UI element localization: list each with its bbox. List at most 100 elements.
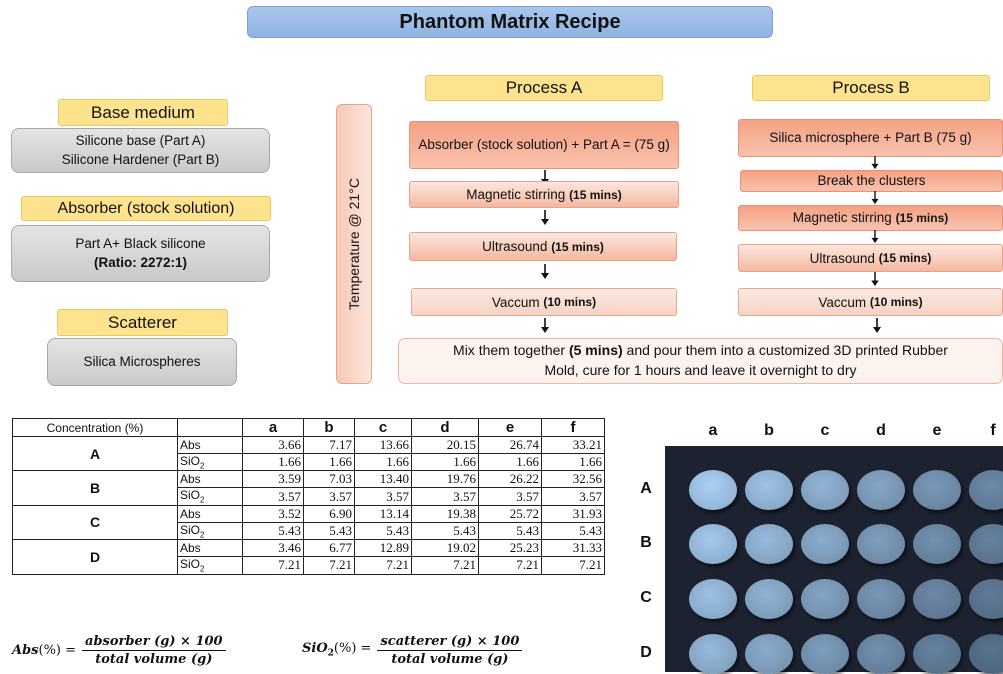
- table-cell: 33.21: [541, 436, 605, 454]
- table-cell: 31.93: [541, 504, 605, 523]
- arrow-down-icon: [871, 272, 879, 287]
- phantom-disc: [969, 470, 1003, 510]
- sio2-formula-fraction: scatterer (g) × 100 total volume (g): [377, 634, 523, 667]
- base-medium-label: Base medium: [58, 99, 228, 126]
- table-cell: 7.21: [541, 556, 605, 575]
- table-column-header: d: [411, 418, 479, 437]
- table-cell: 12.89: [354, 539, 412, 558]
- table-cell: 7.21: [242, 556, 304, 575]
- phantom-disc: [801, 470, 849, 510]
- table-cell: 32.56: [541, 470, 605, 489]
- table-cell: 26.22: [478, 470, 542, 489]
- step-text: Vaccum: [491, 294, 540, 310]
- mix-post: and pour them into a customized 3D print…: [622, 342, 948, 359]
- table-cell: 3.46: [242, 539, 304, 558]
- scatterer-label: Scatterer: [57, 309, 228, 336]
- table-group-label: B: [12, 470, 178, 506]
- arrow-down-icon: [871, 230, 879, 244]
- table-cell: 7.21: [303, 556, 355, 575]
- abs-formula: Abs(%) = absorber (g) × 100 total volume…: [12, 628, 226, 672]
- table-cell: 5.43: [354, 521, 412, 541]
- arrow-down-icon: [871, 156, 879, 170]
- absorber-line1: Part A+ Black silicone: [75, 236, 206, 252]
- abs-formula-lhs: Abs(%) =: [12, 642, 77, 658]
- step-text: Magnetic stirring: [466, 187, 566, 202]
- table-column-header: f: [541, 418, 605, 437]
- photo-column-label: b: [764, 422, 774, 439]
- phantom-disc: [913, 524, 961, 564]
- table-cell: 1.66: [541, 452, 605, 472]
- table-cell: 13.14: [354, 504, 412, 523]
- phantom-disc: [913, 634, 961, 674]
- table-cell: 1.66: [242, 452, 304, 472]
- phantom-disc: [801, 579, 849, 619]
- page-title: Phantom Matrix Recipe: [247, 6, 773, 38]
- step-time: (10 mins): [543, 295, 597, 309]
- phantom-disc: [745, 470, 793, 510]
- scatterer-box: Silica Microspheres: [47, 338, 237, 386]
- phantom-disc: [689, 524, 737, 564]
- table-cell: 3.59: [242, 470, 304, 489]
- table-cell: 26.74: [478, 436, 542, 454]
- table-cell: 25.23: [478, 539, 542, 558]
- table-row-label: SiO2: [177, 556, 243, 575]
- absorber-label: Absorber (stock solution): [21, 196, 271, 221]
- photo-row-label: B: [640, 534, 652, 551]
- table-cell: 7.03: [303, 470, 355, 489]
- process-a-step2: Magnetic stirring (15 mins): [409, 181, 679, 208]
- table-cell: 7.21: [478, 556, 542, 575]
- table-cell: 19.38: [411, 504, 479, 523]
- table-cell: 1.66: [303, 452, 355, 472]
- table-column-header: e: [478, 418, 542, 437]
- table-cell: 1.66: [411, 452, 479, 472]
- phantom-disc: [689, 579, 737, 619]
- step-time: (15 mins): [569, 187, 622, 202]
- step-text: Vaccum: [818, 294, 867, 310]
- mix-line2: Mold, cure for 1 hours and leave it over…: [544, 362, 857, 378]
- table-cell: 5.43: [242, 521, 304, 541]
- sio2-formula-denominator: total volume (g): [391, 651, 509, 667]
- table-row-label: Abs: [177, 436, 243, 454]
- table-row-label: SiO2: [177, 521, 243, 541]
- mix-pre: Mix them together: [453, 342, 569, 359]
- table-column-header: b: [303, 418, 355, 437]
- temperature-label: Temperature @ 21°C: [346, 178, 362, 310]
- abs-formula-denominator: total volume (g): [95, 651, 213, 667]
- arrow-down-icon: [873, 318, 881, 333]
- process-b-step4: Ultrasound (15 mins): [738, 244, 1003, 272]
- photo-row-label: A: [640, 480, 652, 497]
- phantom-disc: [969, 579, 1003, 619]
- photo-column-label: d: [876, 422, 886, 439]
- process-b-label: Process B: [752, 75, 990, 101]
- step-time: (15 mins): [895, 210, 949, 225]
- phantom-disc: [913, 579, 961, 619]
- table-cell: 5.43: [411, 521, 479, 541]
- process-b-step3: Magnetic stirring (15 mins): [738, 205, 1003, 231]
- phantom-disc: [969, 634, 1003, 674]
- phantom-disc: [801, 634, 849, 674]
- process-a-step3: Ultrasound (15 mins): [409, 232, 677, 261]
- process-a-label: Process A: [425, 75, 663, 101]
- step-text: Ultrasound: [482, 239, 548, 254]
- table-cell: 3.57: [242, 487, 304, 506]
- table-row-label: SiO2: [177, 487, 243, 506]
- table-row-label: SiO2: [177, 452, 243, 472]
- table-cell: 5.43: [541, 521, 605, 541]
- step-text: Magnetic stirring: [792, 209, 892, 225]
- mix-line1: Mix them together (5 mins) and pour them…: [453, 341, 948, 361]
- table-cell: 3.57: [303, 487, 355, 506]
- table-cell: 6.90: [303, 504, 355, 523]
- table-cell: 19.76: [411, 470, 479, 489]
- temperature-bar: Temperature @ 21°C: [336, 104, 372, 384]
- sio2-formula-lhs: SiO2(%) =: [302, 641, 372, 659]
- phantom-disc: [801, 524, 849, 564]
- table-cell: 13.40: [354, 470, 412, 489]
- phantom-samples-photo: [665, 446, 1003, 674]
- table-cell: 3.57: [411, 487, 479, 506]
- table-row-label: Abs: [177, 504, 243, 523]
